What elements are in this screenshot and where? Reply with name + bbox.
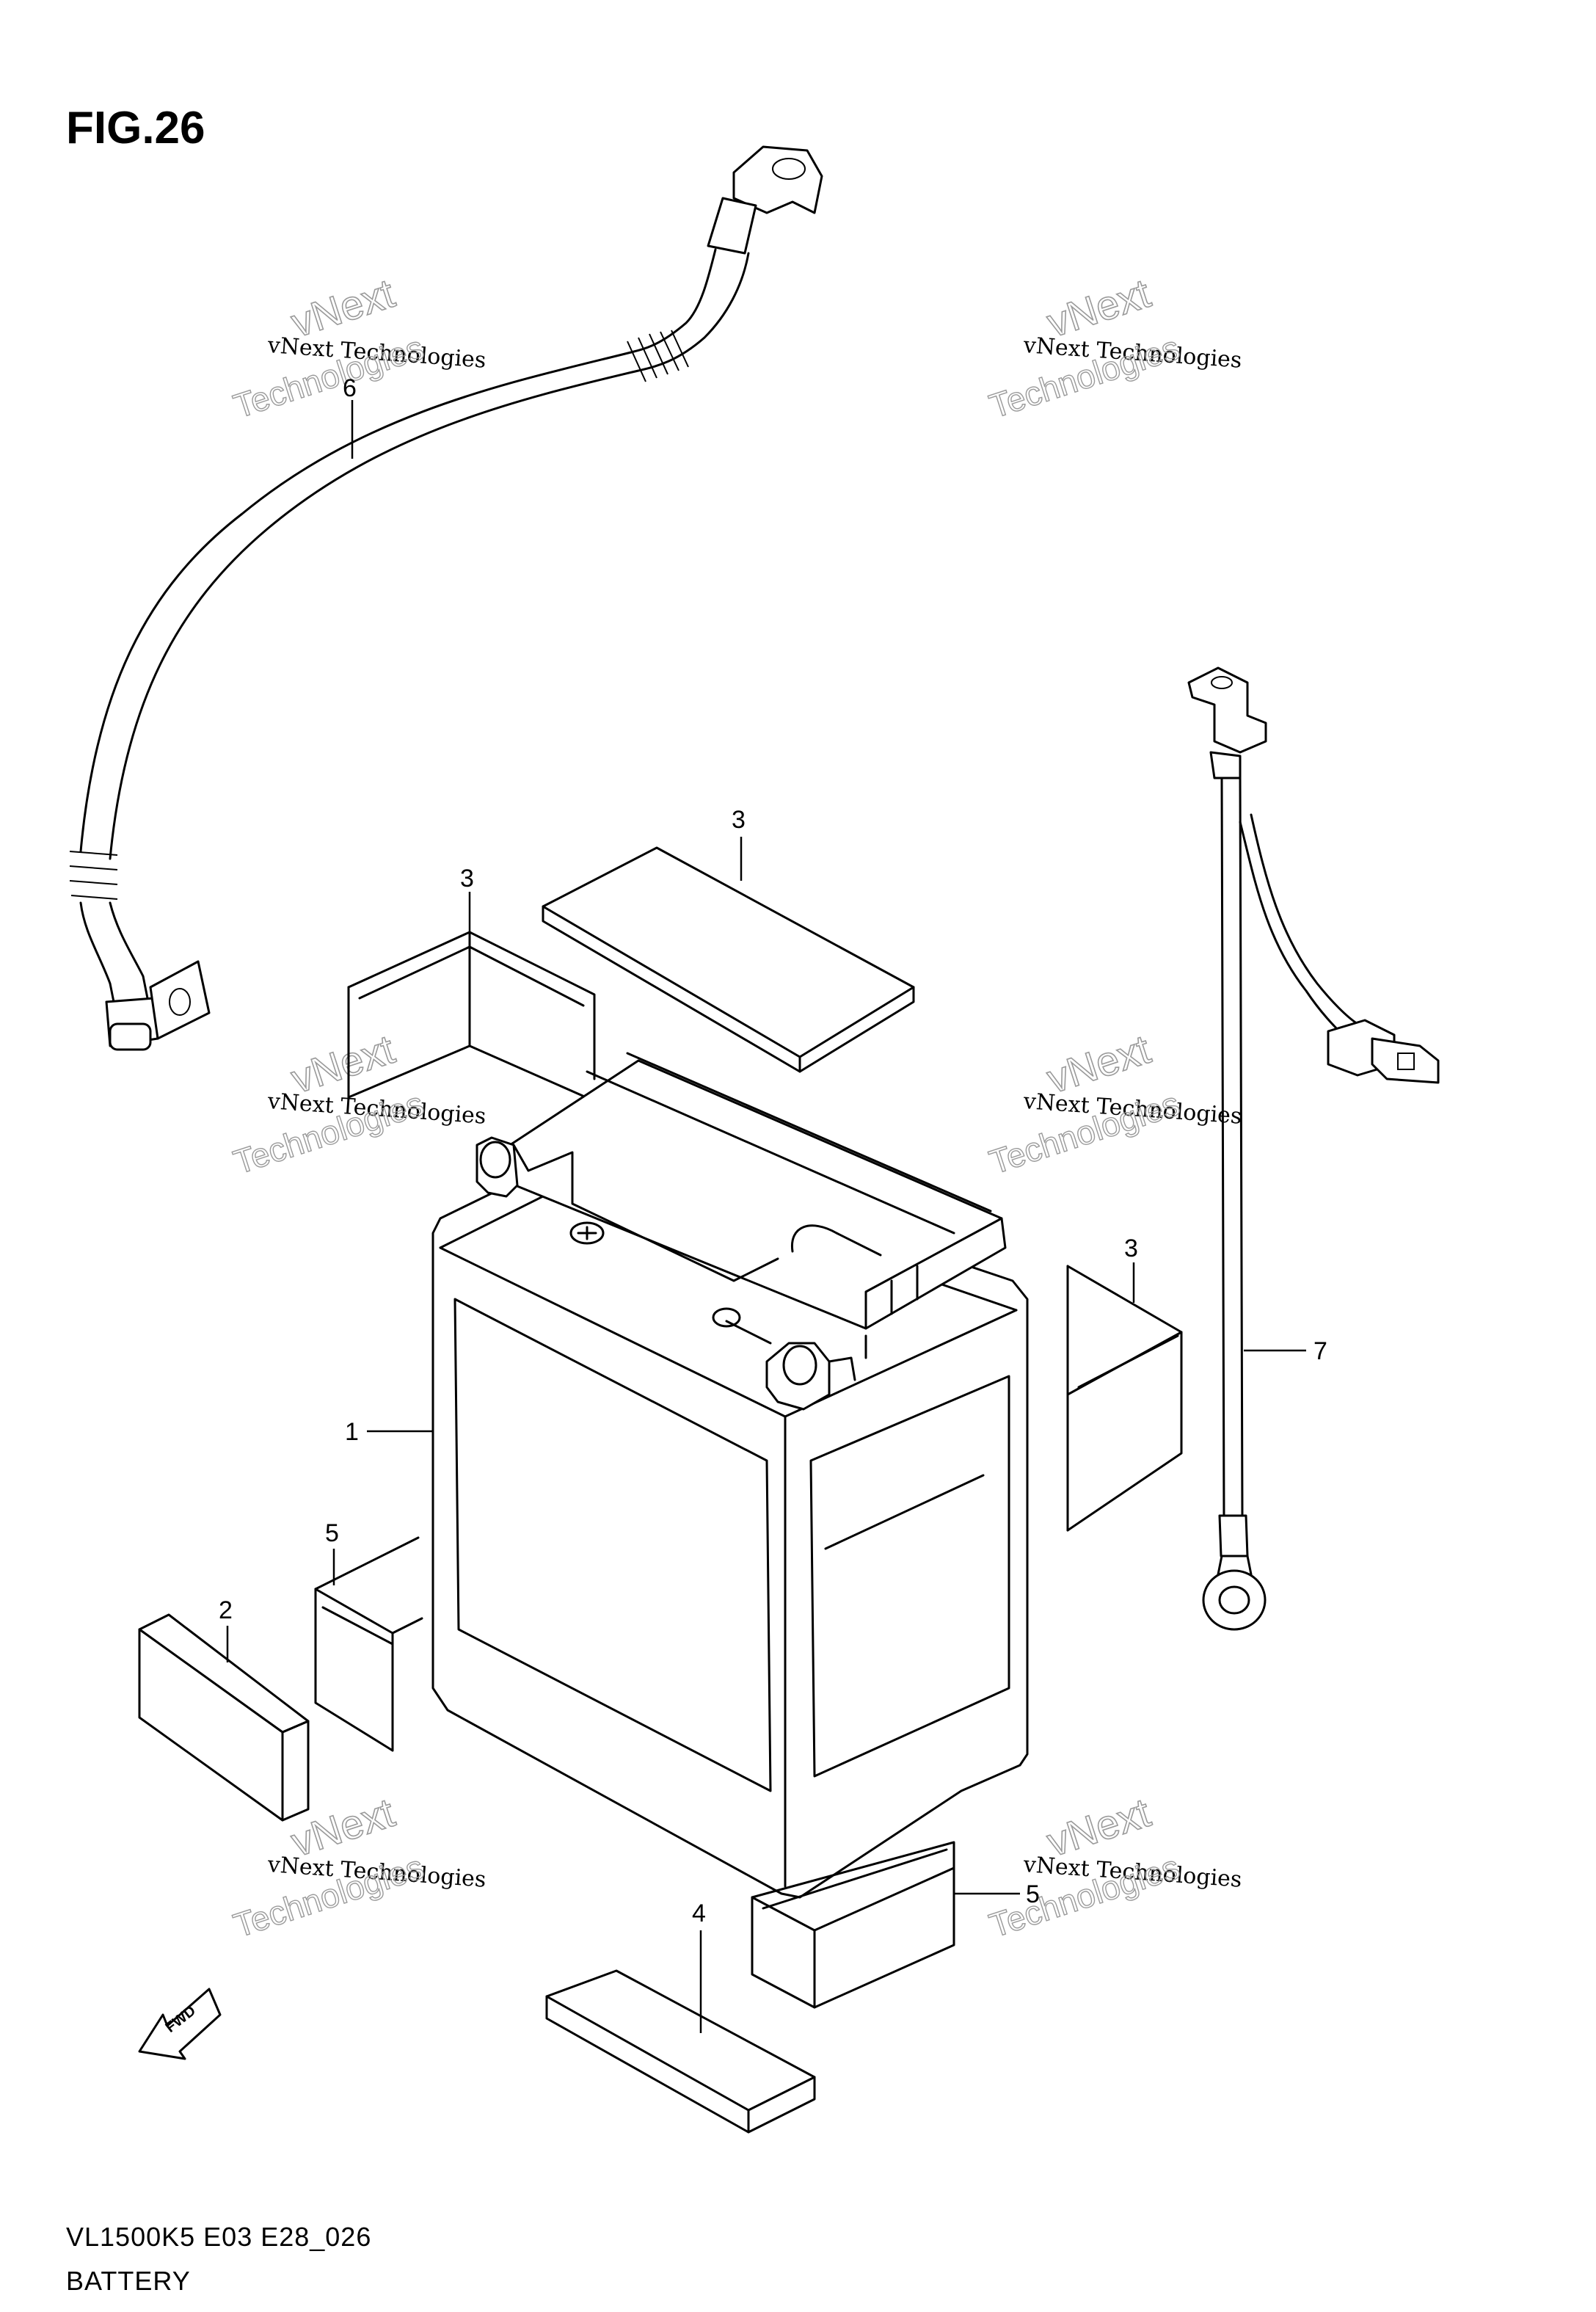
watermark-group-6: vNext vNext Technologies Technologies [984,1788,1242,1945]
spacer-bottom-right [751,1841,955,2009]
pad-front [138,1613,310,1822]
fwd-arrow-icon: FWD [138,1988,222,2060]
callout-4: 4 [692,1900,706,1927]
callout-3c: 3 [1124,1235,1138,1262]
callout-3b: 3 [732,806,746,834]
cable-negative [69,145,823,1051]
spacer-right [1066,1265,1183,1532]
watermark-group-5: vNext vNext Technologies Technologies [228,1788,487,1945]
callout-6: 6 [343,374,357,402]
callout-5a: 5 [325,1519,339,1547]
figure-title: FIG.26 [66,103,205,153]
spacer-front [314,1536,423,1752]
callout-2: 2 [219,1596,233,1624]
spacer-top [542,846,915,1073]
footer-section-name: BATTERY [66,2266,191,2296]
footer-model-code: VL1500K5 E03 E28_026 [66,2222,371,2252]
callout-7: 7 [1313,1337,1327,1365]
watermark-group-2: vNext vNext Technologies Technologies [984,269,1242,426]
callout-5b: 5 [1026,1880,1040,1908]
battery [431,1052,1029,1899]
callout-3a: 3 [460,865,474,893]
cable-positive [1187,666,1440,1631]
watermark-group-4: vNext vNext Technologies Technologies [984,1025,1242,1182]
callout-1: 1 [345,1418,359,1446]
watermark-group-3: vNext vNext Technologies Technologies [228,1025,487,1182]
spacer-top-left [347,931,596,1102]
pad-bottom [545,1969,816,2134]
